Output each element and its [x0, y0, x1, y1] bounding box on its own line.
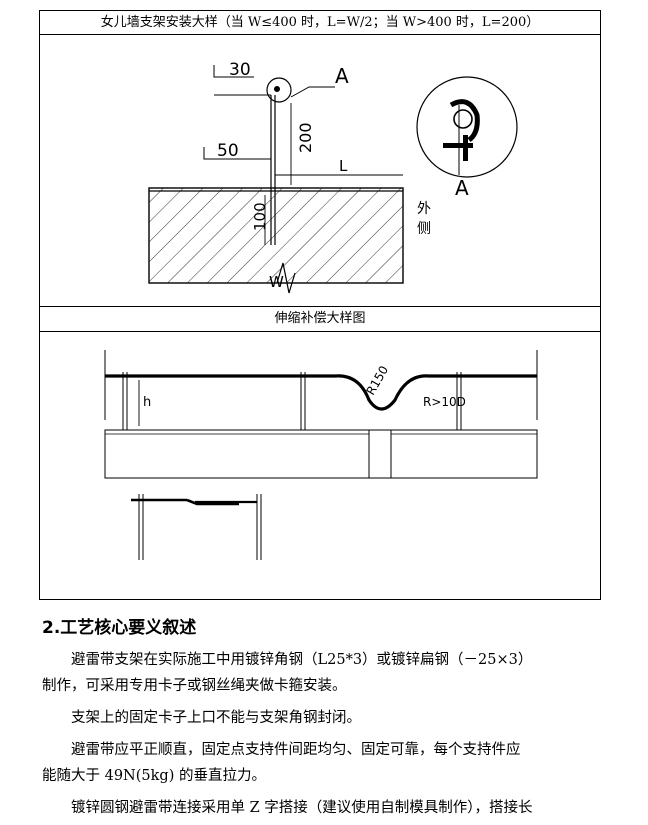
section-heading: 2.工艺核心要义叙述: [42, 618, 197, 638]
parapet-wall: [148, 187, 404, 284]
rod-circle: [266, 77, 292, 103]
paragraph-line-4: 避雷带应平正顺直，固定点支持件间距均匀、固定可靠，每个支持件应: [71, 742, 521, 758]
figure-caption-mid: 伸缩补偿大样图: [40, 306, 600, 332]
paragraph-line-3: 支架上的固定卡子上口不能与支架角钢封闭。: [71, 710, 361, 726]
break-line: [276, 262, 296, 294]
figure-frame: 女儿墙支架安装大样（当 W≤400 时，L=W/2；当 W>400 时，L=20…: [39, 10, 601, 600]
dim-W-label: W: [269, 273, 284, 291]
z-lap-strip: [186, 498, 239, 506]
paragraph-line-6: 镀锌圆钢避雷带连接采用单 Z 字搭接（建议使用自制模具制作），搭接长: [71, 800, 533, 816]
expansion-compensation-drawing: h R150 R>10D: [104, 350, 538, 560]
dim-100-label: 100: [251, 202, 269, 231]
figure-caption-top: 女儿墙支架安装大样（当 W≤400 时，L=W/2；当 W>400 时，L=20…: [40, 13, 600, 35]
lightning-strip: [105, 374, 537, 411]
roof-slab: [104, 429, 538, 479]
expansion-joint: [368, 429, 392, 479]
detail-A-label: A: [455, 176, 469, 200]
dim-L-label: L: [339, 157, 348, 175]
side-label-outer: 外: [417, 201, 431, 217]
paragraph-line-5: 能随大于 49N(5kg) 的垂直拉力。: [42, 768, 266, 784]
dim-h-label: h: [143, 395, 151, 410]
dim-200-label: 200: [296, 122, 315, 153]
radius-150-label: R150: [363, 363, 391, 397]
side-label-side: 侧: [417, 221, 431, 237]
radius-10d-label: R>10D: [423, 395, 466, 409]
dim-30-label: 30: [229, 60, 251, 80]
dim-50-label: 50: [217, 141, 239, 161]
paragraph-line-1: 避雷带支架在实际施工中用镀锌角钢（L25*3）或镀锌扁钢（－25×3）: [71, 652, 533, 668]
parapet-bracket-drawing: 30 50 200 100 L W A 外 侧 A: [148, 60, 518, 294]
detail-A-circle: [416, 76, 518, 178]
paragraph-line-2: 制作，可采用专用卡子或钢丝绳夹做卡箍安装。: [42, 678, 347, 694]
callout-A-label: A: [335, 64, 349, 88]
